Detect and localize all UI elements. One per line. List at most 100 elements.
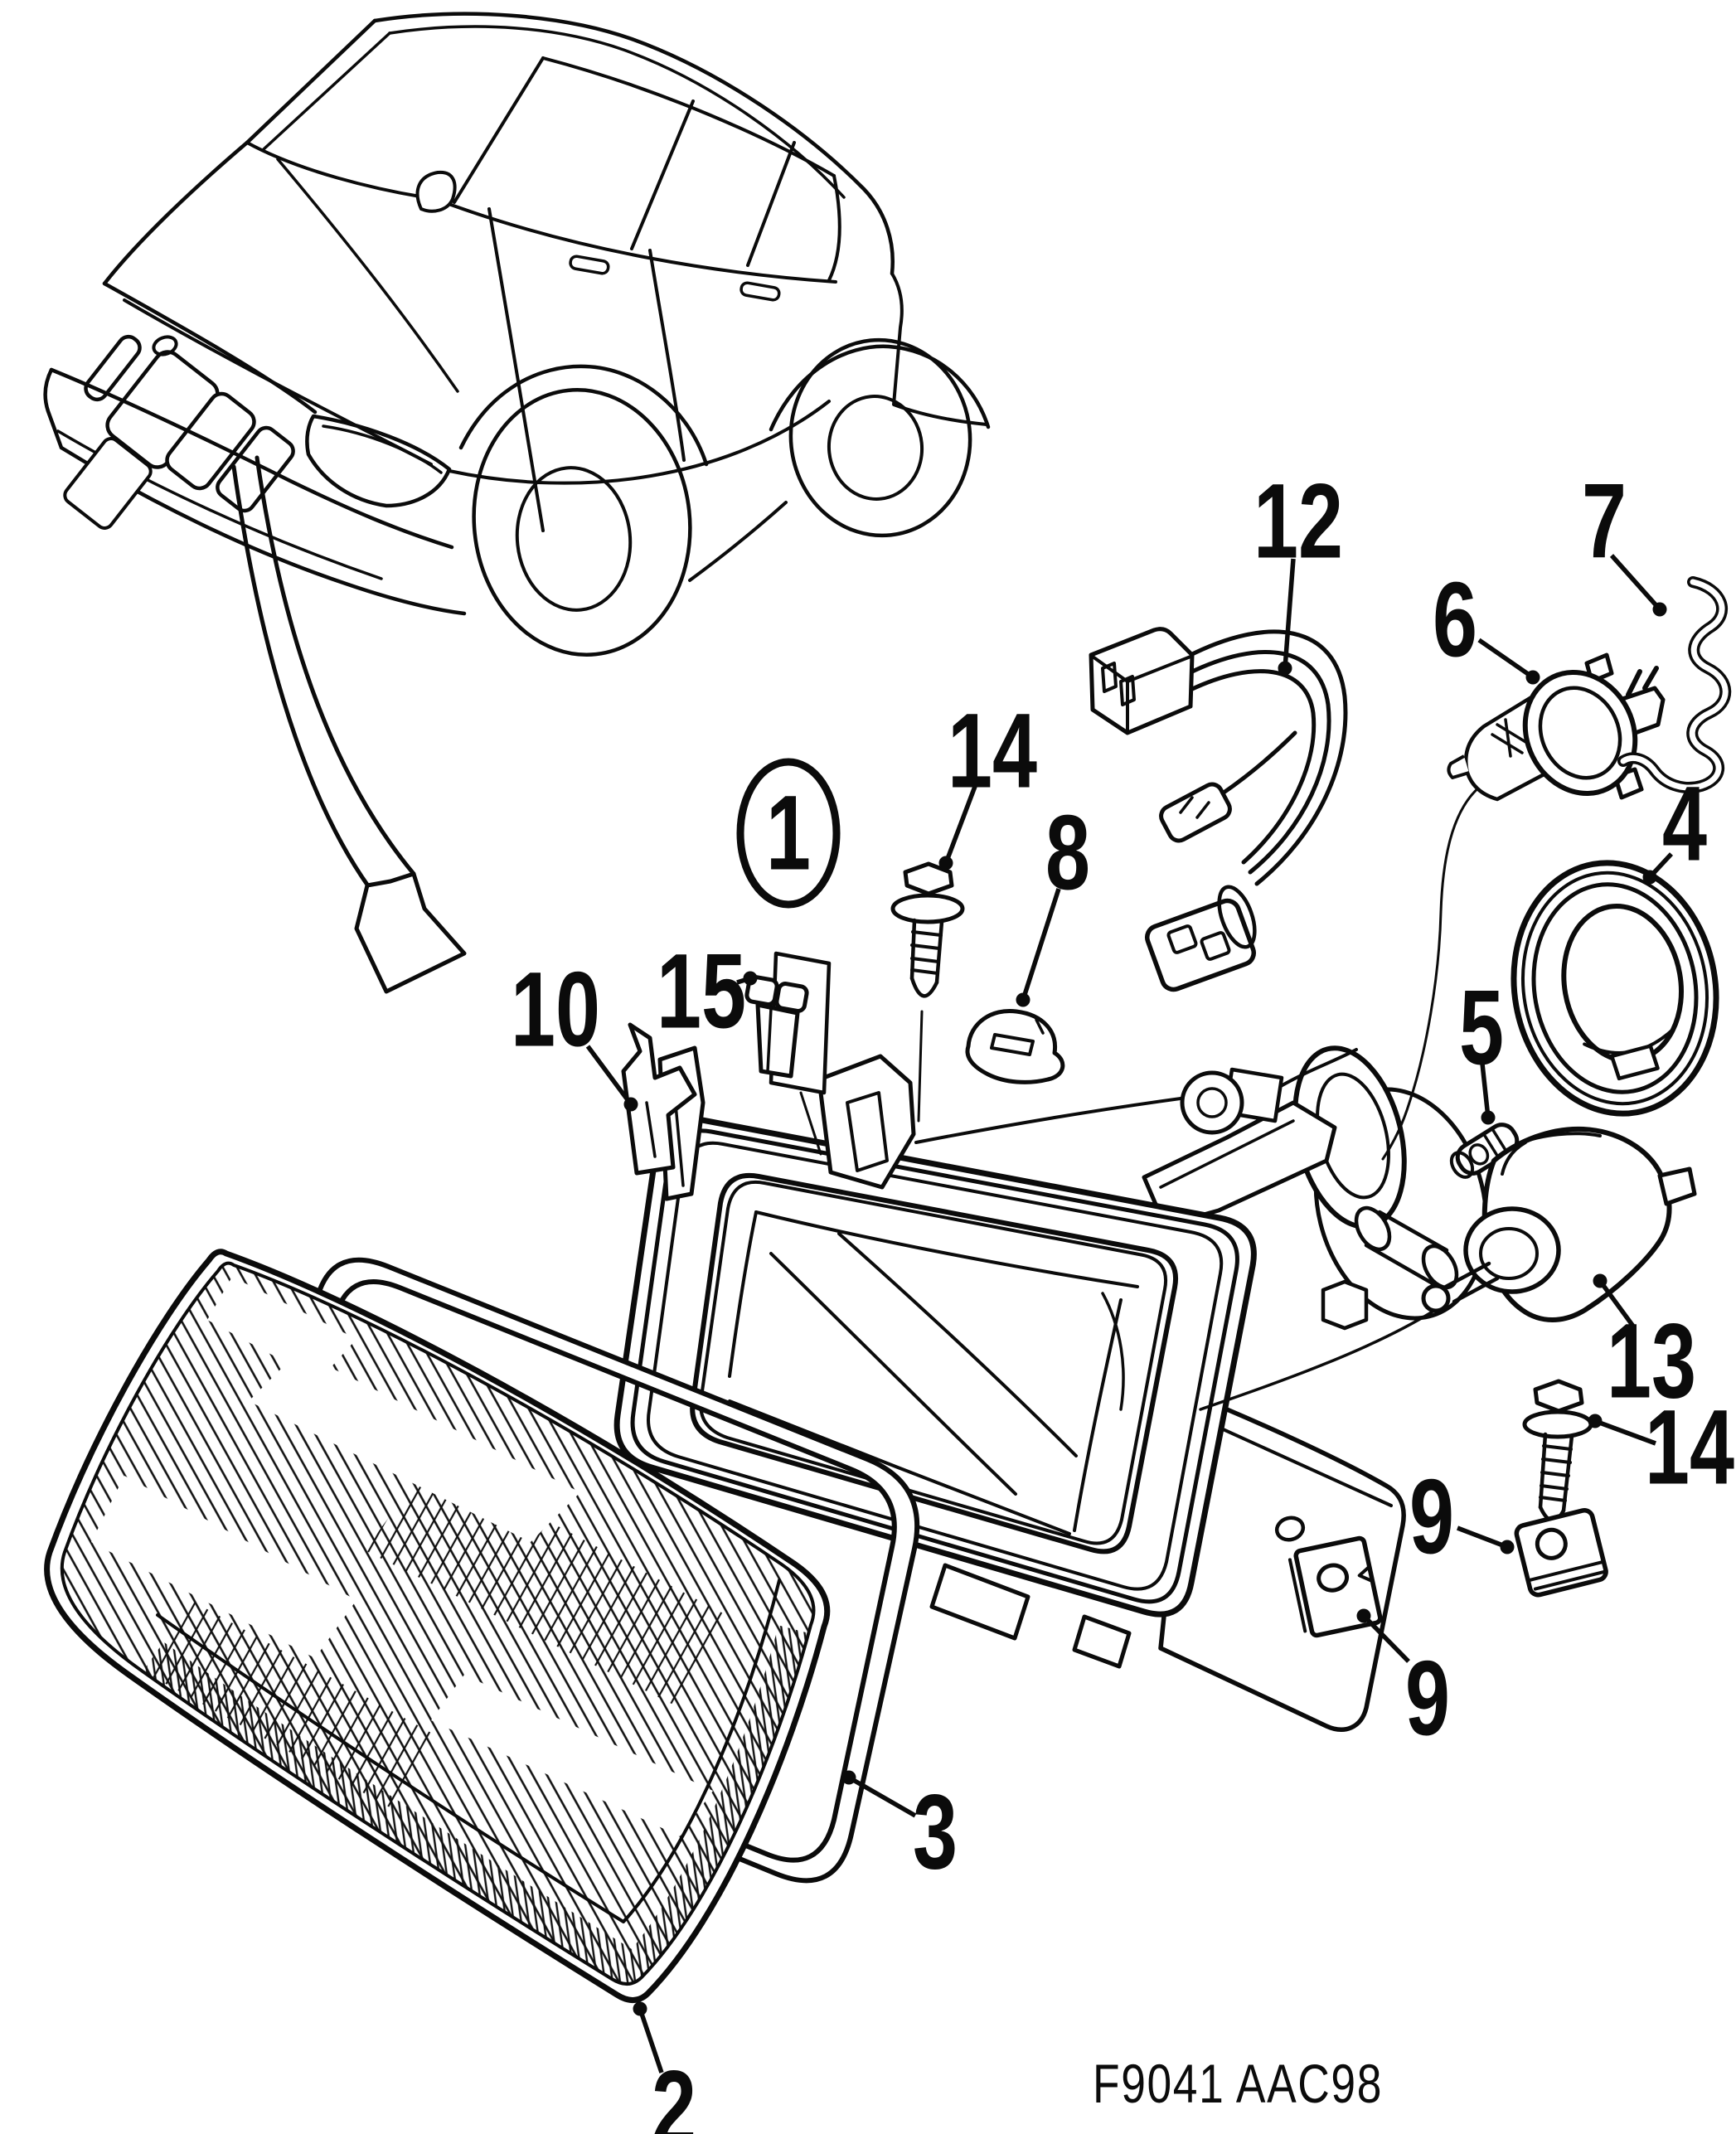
harness-connector-main	[1089, 627, 1195, 735]
motor-connector	[1657, 1166, 1697, 1206]
seal-ridge	[1531, 882, 1699, 1094]
lens-crosshatch	[149, 1600, 431, 1807]
callout-label-8: 8	[1045, 794, 1090, 913]
cavity-step	[1073, 1298, 1123, 1532]
leader-dot-9	[1500, 1540, 1515, 1554]
leader-line-7	[1609, 554, 1662, 611]
leader-dot-13	[1593, 1273, 1607, 1288]
car-a-pillar	[245, 18, 377, 145]
front-rim	[515, 466, 633, 612]
leader-dot-9	[1356, 1608, 1371, 1623]
leader-dot-4	[1642, 870, 1657, 885]
car-rear-door-line	[648, 249, 686, 462]
clip-15-body	[755, 1002, 800, 1079]
leader-dot-12	[1278, 661, 1292, 676]
pivot-cylinder-sides	[1364, 1210, 1449, 1286]
seal-outer	[1511, 860, 1719, 1117]
seal-tab	[1609, 1044, 1660, 1081]
screw-threads	[1539, 1444, 1573, 1502]
callout-label-14: 14	[948, 692, 1037, 811]
saab-badge	[152, 335, 178, 356]
car-rear-edge	[890, 272, 988, 426]
leader-line-14	[943, 783, 978, 864]
clip-8-slot	[990, 1033, 1035, 1056]
callout-label-9: 9	[1409, 1458, 1454, 1577]
bulb-terminals	[1626, 666, 1659, 697]
spring-clip-8	[965, 1008, 1065, 1084]
u-nut-9	[1514, 1508, 1608, 1598]
headlight-outline	[305, 414, 452, 508]
connector-body	[1159, 782, 1232, 843]
lens-2	[44, 1249, 831, 2003]
harness-branch-wire	[1221, 730, 1297, 795]
arrow-shaft-outer	[231, 464, 371, 890]
leader-dot-6	[1525, 670, 1540, 685]
u-nut-hole	[1535, 1527, 1568, 1560]
rear-tire	[788, 337, 972, 538]
side-panel-face	[1158, 1390, 1406, 1732]
callout-label-14: 14	[1645, 1389, 1734, 1507]
car-front-wheel	[458, 364, 709, 657]
housing-rear-body	[914, 1045, 1489, 1732]
mount-boss-hole	[1196, 1087, 1228, 1118]
retaining-spring-7	[1617, 576, 1732, 793]
headlamp-housing	[613, 1045, 1257, 1669]
harness-wire	[1186, 650, 1331, 875]
arrow-head	[354, 871, 467, 994]
figure-code: F9041 AAC98	[1093, 2053, 1383, 2114]
lens-inner-line	[60, 1261, 816, 1986]
pivot-cylinder-open-end	[1421, 1244, 1459, 1290]
bracket-10	[621, 1022, 697, 1176]
lens-flange-hatch	[134, 1625, 814, 1985]
wiring-harness-12	[1089, 627, 1348, 992]
clip-15-line	[766, 1006, 773, 1073]
callout-label-7: 7	[1582, 463, 1627, 581]
adjuster-clip-15	[744, 951, 832, 1156]
callout-label-10: 10	[511, 951, 600, 1069]
car-d-pillar	[746, 141, 796, 267]
car-roofline-inner	[388, 25, 846, 199]
housing-opening-inner	[699, 1181, 1167, 1545]
screw-14-upper	[890, 861, 965, 1123]
bulb5-dome	[1449, 1151, 1475, 1179]
cavity-diagonal	[769, 1252, 1017, 1496]
housing-bottom-tab	[1072, 1614, 1132, 1669]
lock-plate-notch	[1357, 1564, 1375, 1584]
callout-label-13: 13	[1607, 1302, 1696, 1421]
car-hood-left-edge	[102, 140, 250, 286]
arrow-shaft-inner	[255, 455, 416, 876]
leader-dot-14	[1588, 1414, 1603, 1428]
bracket-10-body	[621, 1022, 697, 1176]
side-panel-edge-line	[1192, 1414, 1393, 1507]
connector-slot	[1200, 931, 1231, 961]
cavity-pocket	[1101, 1292, 1125, 1411]
car-b-pillar	[453, 56, 545, 204]
car-hood-crease	[276, 158, 459, 393]
mount-boss	[1180, 1070, 1244, 1135]
lock-plate-edge	[1287, 1558, 1307, 1633]
callout-label-15: 15	[657, 933, 746, 1051]
leader-line-9	[1457, 1525, 1508, 1550]
connector-collar	[1217, 885, 1257, 949]
callout-label-1-circled: 1	[766, 774, 811, 893]
callout-label-3: 3	[913, 1773, 958, 1892]
door-handle	[739, 281, 781, 302]
clip-15-locator	[799, 1091, 822, 1156]
bumper-top-edge	[49, 367, 454, 550]
callout-label-9: 9	[1405, 1640, 1450, 1758]
car-headlight	[305, 414, 452, 508]
cavity-diagonal	[837, 1232, 1078, 1457]
car-mirror	[415, 170, 457, 213]
screw-tip	[909, 976, 939, 998]
leader-line-8	[1021, 888, 1061, 1001]
side-panel	[1158, 1390, 1406, 1732]
motor-ball-end	[1421, 1283, 1451, 1313]
duct-joint-line	[1279, 1048, 1358, 1088]
front-tire	[472, 388, 692, 657]
cavity-floor	[728, 1399, 1071, 1535]
cavity-shelf	[754, 1210, 1139, 1288]
car-front-door-line	[487, 207, 545, 532]
car-hood-front-edge	[102, 281, 318, 415]
